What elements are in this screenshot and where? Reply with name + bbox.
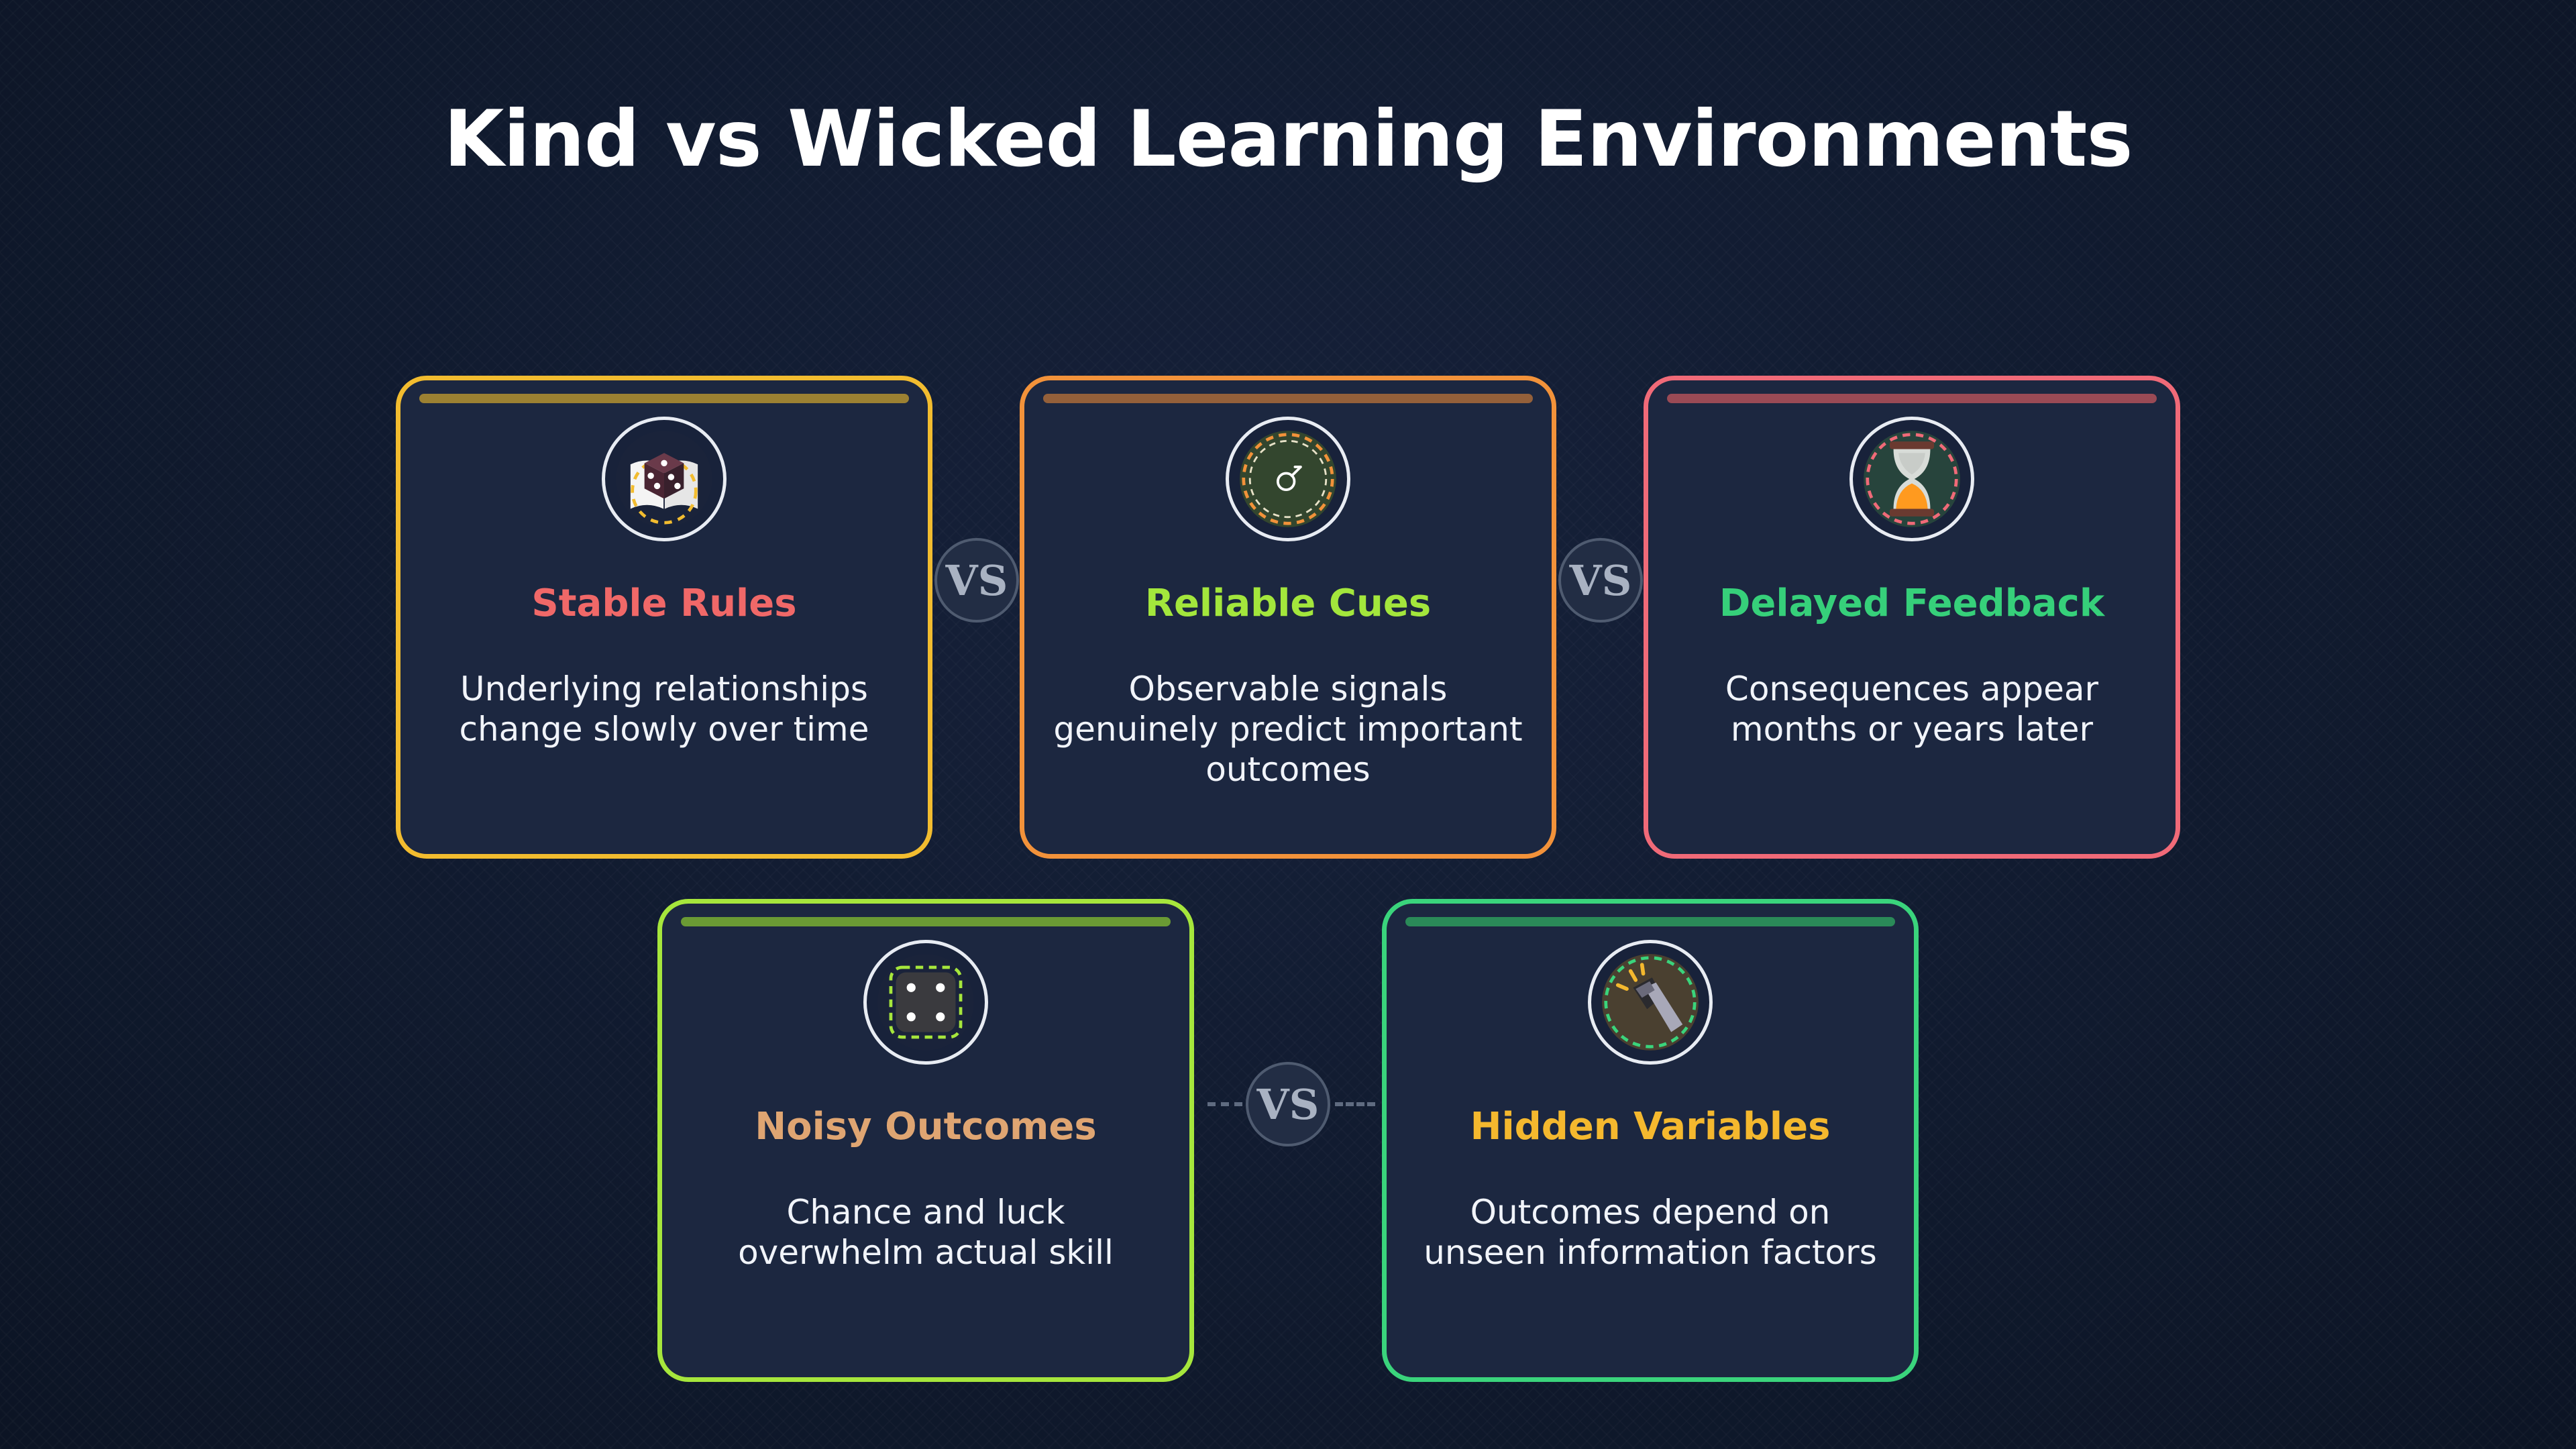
- dice-icon: [863, 940, 988, 1065]
- card-heading: Delayed Feedback: [1719, 582, 2105, 625]
- card-description: Observable signals genuinely predict imp…: [1053, 669, 1523, 789]
- card-description: Consequences appear months or years late…: [1725, 669, 2099, 749]
- card-top-bar: [1043, 394, 1533, 403]
- card-top-bar: [1405, 917, 1895, 926]
- vs-badge: VS: [934, 538, 1019, 623]
- card-heading: Stable Rules: [531, 582, 797, 625]
- connector-line: [1335, 1102, 1375, 1106]
- vs-badge: VS: [1246, 1062, 1330, 1146]
- card-heading: Reliable Cues: [1144, 582, 1432, 625]
- card-top-bar: [1667, 394, 2157, 403]
- hourglass-icon: [1849, 417, 1974, 541]
- card-stable-rules: Stable Rules Underlying relationships ch…: [396, 376, 932, 859]
- card-description: Outcomes depend on unseen information fa…: [1424, 1193, 1877, 1272]
- card-reliable-cues: Reliable Cues Observable signals genuine…: [1020, 376, 1556, 859]
- card-top-bar: [681, 917, 1171, 926]
- card-delayed-feedback: Delayed Feedback Consequences appear mon…: [1644, 376, 2180, 859]
- card-description: Underlying relationships change slowly o…: [459, 669, 869, 749]
- card-hidden-variables: Hidden Variables Outcomes depend on unse…: [1382, 899, 1919, 1382]
- card-heading: Hidden Variables: [1470, 1105, 1831, 1148]
- vs-badge: VS: [1558, 538, 1643, 623]
- connector-line: [1208, 1102, 1242, 1106]
- card-heading: Noisy Outcomes: [755, 1105, 1097, 1148]
- card-noisy-outcomes: Noisy Outcomes Chance and luck overwhelm…: [657, 899, 1194, 1382]
- page-title: Kind vs Wicked Learning Environments: [443, 94, 2133, 184]
- card-description: Chance and luck overwhelm actual skill: [738, 1193, 1114, 1272]
- target-signal-icon: [1226, 417, 1350, 541]
- card-top-bar: [419, 394, 909, 403]
- dice-book-icon: [602, 417, 727, 541]
- flashlight-icon: [1588, 940, 1713, 1065]
